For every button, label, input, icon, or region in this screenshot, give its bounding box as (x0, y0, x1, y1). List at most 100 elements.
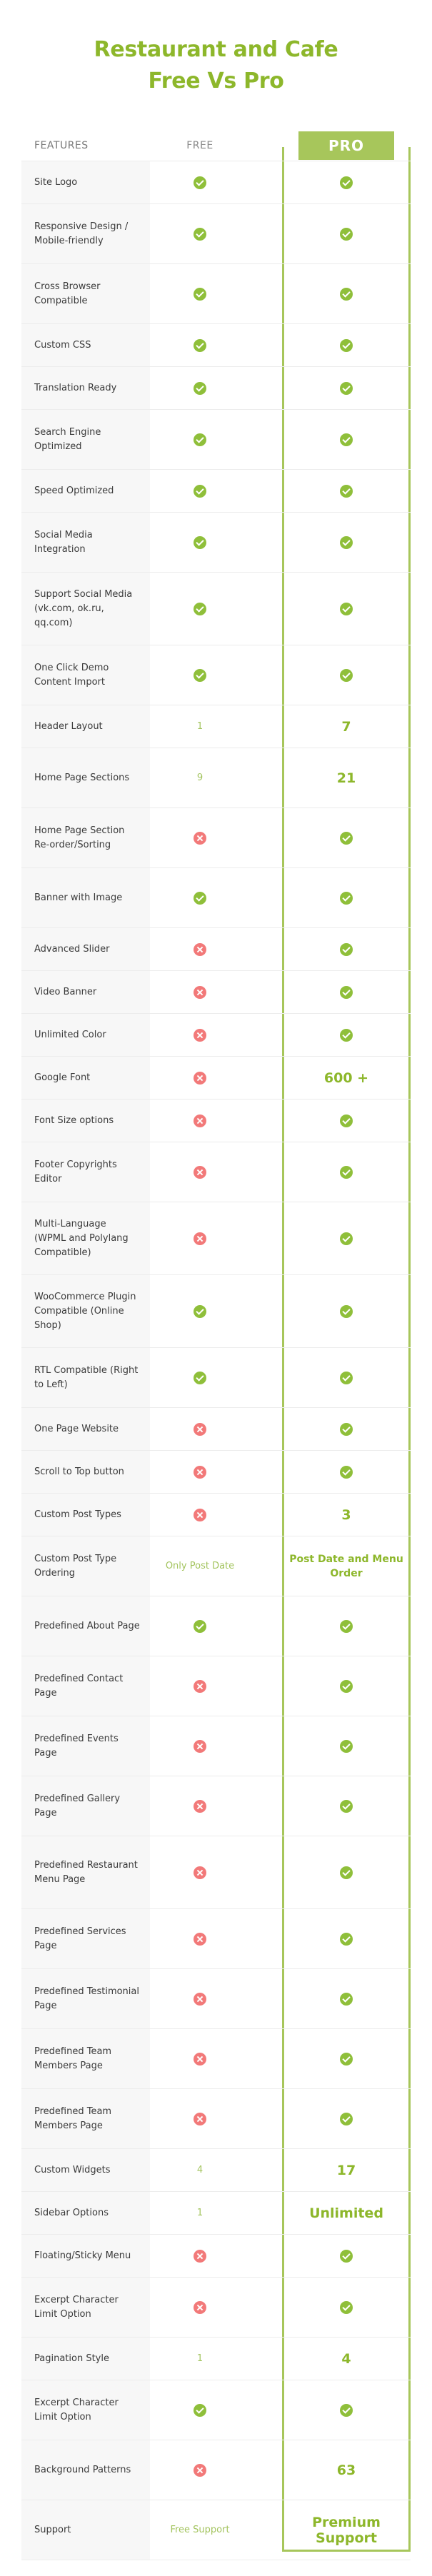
free-value: 1 (196, 2353, 204, 2364)
free-cell (150, 1494, 250, 1536)
free-cell (150, 367, 250, 409)
pro-cell (284, 1969, 408, 2028)
feature-label: RTL Compatible (Right to Left) (21, 1348, 150, 1407)
pro-cell (284, 573, 408, 645)
pro-value: Post Date and Menu Order (289, 1553, 403, 1579)
cross-icon (194, 1232, 206, 1245)
pro-value: Premium Support (312, 2514, 381, 2546)
pro-cell (284, 513, 408, 572)
cross-icon (194, 942, 206, 956)
check-icon (194, 1304, 206, 1318)
pro-cell (284, 204, 408, 263)
pro-cell (284, 1275, 408, 1347)
check-icon (340, 985, 353, 999)
pro-cell (284, 1014, 408, 1056)
check-icon (194, 484, 206, 498)
pro-cell (284, 410, 408, 469)
check-icon (194, 338, 206, 352)
check-icon (340, 942, 353, 956)
table-row: Cross Browser Compatible (21, 264, 411, 324)
check-icon (340, 1028, 353, 1042)
pro-cell (284, 868, 408, 927)
feature-label: Predefined Team Members Page (21, 2029, 150, 2088)
table-row: Predefined Contact Page (21, 1656, 411, 1716)
pro-cell (284, 1776, 408, 1836)
pro-cell (284, 808, 408, 867)
free-cell (150, 2235, 250, 2277)
check-icon (194, 535, 206, 549)
feature-label: Sidebar Options (21, 2192, 150, 2234)
check-icon (340, 2249, 353, 2263)
feature-label: Excerpt Character Limit Option (21, 2278, 150, 2337)
pro-value: 7 (341, 718, 351, 735)
free-cell (150, 470, 250, 512)
free-cell (150, 573, 250, 645)
check-icon (194, 1371, 206, 1384)
table-row: Predefined Team Members Page (21, 2089, 411, 2149)
check-icon (340, 1114, 353, 1127)
cross-icon (194, 2249, 206, 2263)
feature-label: Header Layout (21, 705, 150, 748)
pro-cell (284, 1909, 408, 1968)
table-row: Excerpt Character Limit Option (21, 2278, 411, 2338)
free-cell (150, 1716, 250, 1776)
cross-icon (194, 1071, 206, 1085)
free-cell (150, 1057, 250, 1099)
check-icon (340, 535, 353, 549)
table-row: Predefined Services Page (21, 1909, 411, 1969)
feature-label: Custom Post Types (21, 1494, 150, 1536)
free-cell (150, 264, 250, 323)
feature-label: Speed Optimized (21, 470, 150, 512)
free-cell (150, 928, 250, 970)
cross-icon (194, 2112, 206, 2125)
free-cell (150, 2380, 250, 2440)
free-cell (150, 1969, 250, 2028)
pro-cell (284, 1202, 408, 1274)
feature-label: Support (21, 2500, 150, 2560)
feature-label: Search Engine Optimized (21, 410, 150, 469)
pro-value: 21 (336, 770, 356, 786)
pro-cell (284, 161, 408, 203)
check-icon (194, 2403, 206, 2417)
feature-label: WooCommerce Plugin Compatible (Online Sh… (21, 1275, 150, 1347)
check-icon (340, 433, 353, 446)
check-icon (340, 2052, 353, 2066)
feature-label: Responsive Design / Mobile-friendly (21, 204, 150, 263)
feature-label: Floating/Sticky Menu (21, 2235, 150, 2277)
check-icon (194, 176, 206, 189)
feature-label: Excerpt Character Limit Option (21, 2380, 150, 2440)
table-row: Banner with Image (21, 868, 411, 928)
pro-cell (284, 2029, 408, 2088)
check-icon (340, 1932, 353, 1946)
table-row: One Click Demo Content Import (21, 645, 411, 705)
page-title: Restaurant and Cafe Free Vs Pro (0, 34, 432, 97)
cross-icon (194, 1028, 206, 1042)
feature-label: Social Media Integration (21, 513, 150, 572)
cross-icon (194, 2300, 206, 2314)
cross-icon (194, 1165, 206, 1179)
free-cell (150, 868, 250, 927)
feature-label: Footer Copyrights Editor (21, 1142, 150, 1202)
check-icon (340, 1866, 353, 1879)
feature-label: Scroll to Top button (21, 1451, 150, 1493)
free-cell (150, 513, 250, 572)
cross-icon (194, 831, 206, 845)
table-row: Advanced Slider (21, 928, 411, 971)
feature-label: Background Patterns (21, 2440, 150, 2500)
check-icon (340, 338, 353, 352)
feature-label: Predefined Gallery Page (21, 1776, 150, 1836)
check-icon (194, 433, 206, 446)
check-icon (340, 2403, 353, 2417)
free-cell (150, 971, 250, 1013)
pro-cell (284, 2089, 408, 2148)
pro-value: Unlimited (309, 2205, 383, 2221)
feature-label: Predefined Restaurant Menu Page (21, 1836, 150, 1908)
pro-value: 600 + (323, 1070, 369, 1086)
cross-icon (194, 1799, 206, 1813)
